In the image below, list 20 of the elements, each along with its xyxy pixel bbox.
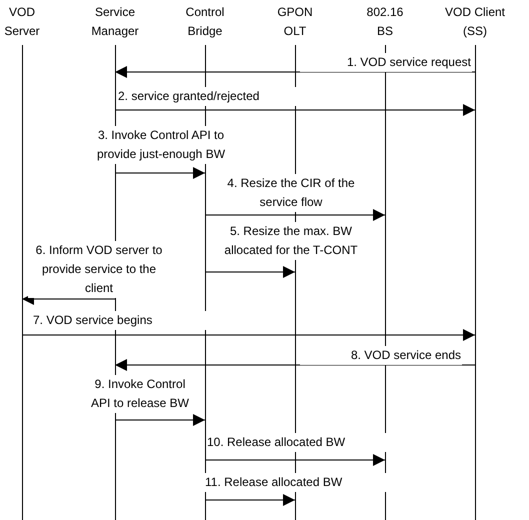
message-arrow — [114, 66, 476, 78]
message-arrow — [204, 494, 296, 506]
message-arrow — [204, 209, 386, 221]
message-arrow — [22, 293, 116, 305]
participant-label: Control Bridge — [184, 4, 226, 40]
participant-label: 802.16 BS — [366, 4, 404, 40]
message-arrow — [114, 104, 476, 116]
message-arrow — [114, 359, 476, 371]
message-arrow — [204, 454, 386, 466]
participant-label: Service Manager — [90, 4, 140, 40]
message-arrow — [204, 266, 296, 278]
participant-label: VOD Client (SS) — [444, 4, 506, 40]
message-label: 2. service granted/rejected — [117, 87, 299, 106]
message-label: 8. VOD service ends — [300, 346, 462, 365]
message-arrow — [114, 414, 206, 426]
message-arrow — [22, 329, 476, 341]
participant-label: VOD Server — [3, 4, 41, 40]
message-arrow — [114, 167, 206, 179]
message-label: 1. VOD service request — [300, 53, 472, 72]
participant-label: GPON OLT — [276, 4, 314, 40]
